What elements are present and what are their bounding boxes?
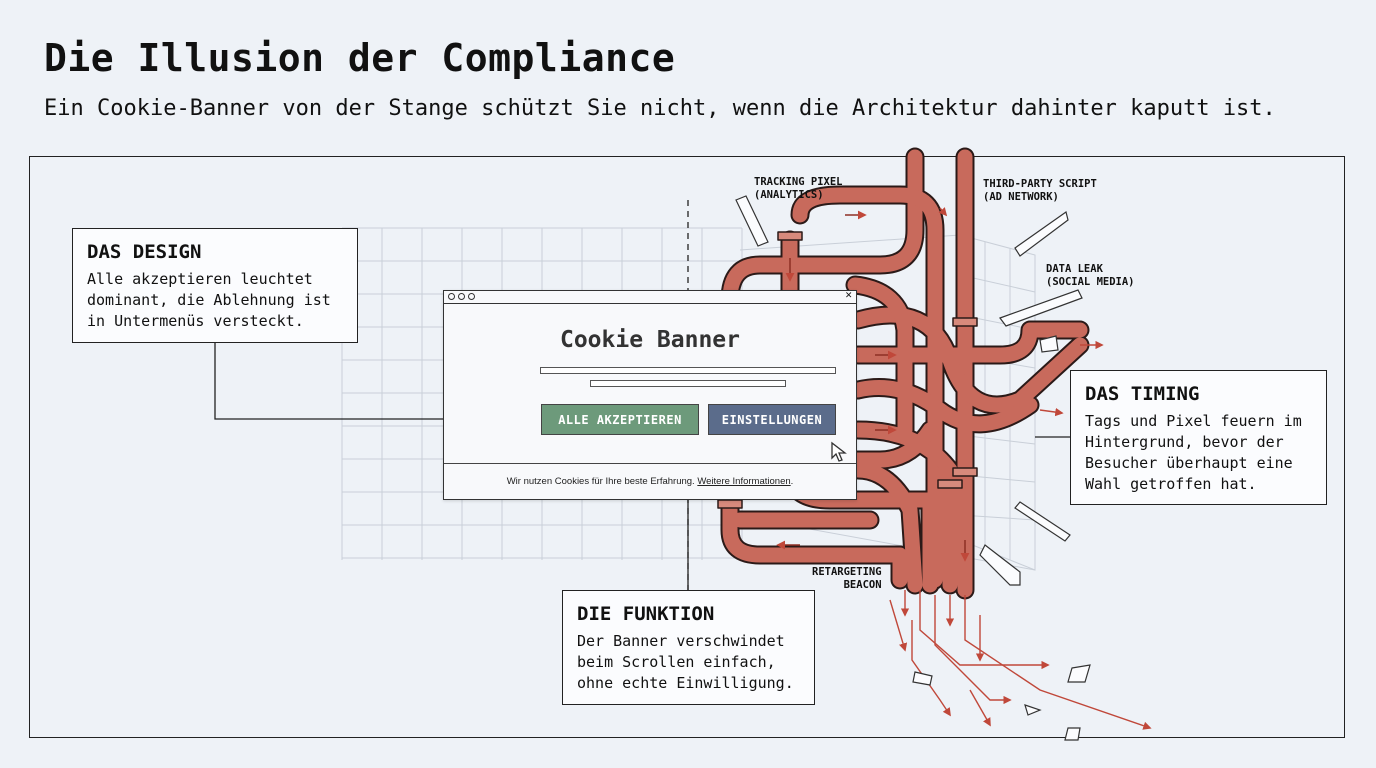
accept-all-button[interactable]: ALLE AKZEPTIEREN <box>541 404 699 435</box>
window-dot-icon <box>468 293 475 300</box>
page-title: Die Illusion der Compliance <box>44 36 676 80</box>
callout-funktion-text: Der Banner verschwindet beim Scrollen ei… <box>577 632 794 692</box>
label-retargeting-beacon: RETARGETING BEACON <box>812 566 882 591</box>
debris-shards <box>735 195 1091 741</box>
banner-footer-text: Wir nutzen Cookies für Ihre beste Erfahr… <box>444 476 856 487</box>
callout-funktion-title: DIE FUNKTION <box>577 603 715 625</box>
cookie-banner-title: Cookie Banner <box>559 327 740 353</box>
more-info-link[interactable]: Weitere Informationen <box>697 476 791 487</box>
settings-button[interactable]: EINSTELLUNGEN <box>708 404 836 435</box>
close-icon[interactable]: ✕ <box>845 288 852 301</box>
callout-timing-title: DAS TIMING <box>1085 383 1200 405</box>
cursor-icon <box>831 441 847 462</box>
footer-end: . <box>790 476 794 487</box>
callout-funktion: DIE FUNKTION Der Banner verschwindet bei… <box>562 590 815 705</box>
window-dot-icon <box>448 293 455 300</box>
banner-divider <box>444 463 856 464</box>
placeholder-line <box>590 380 786 387</box>
cookie-banner-window: ✕ Cookie Banner ALLE AKZEPTIEREN EINSTEL… <box>443 288 857 500</box>
window-dot-icon <box>458 293 465 300</box>
placeholder-line <box>540 367 836 374</box>
callout-timing-text: Tags und Pixel feuern im Hintergrund, be… <box>1085 412 1302 493</box>
callout-design-title: DAS DESIGN <box>87 241 202 263</box>
callout-design-text: Alle akzeptieren leuchtet dominant, die … <box>87 270 331 330</box>
label-data-leak: DATA LEAK (SOCIAL MEDIA) <box>1046 263 1135 288</box>
label-third-party-script: THIRD-PARTY SCRIPT (AD NETWORK) <box>983 178 1097 203</box>
footer-text: Wir nutzen Cookies für Ihre beste Erfahr… <box>506 476 698 487</box>
label-tracking-pixel: TRACKING PIXEL (ANALYTICS) <box>754 176 843 201</box>
page-subtitle: Ein Cookie-Banner von der Stange schützt… <box>44 96 1276 121</box>
callout-design: DAS DESIGN Alle akzeptieren leuchtet dom… <box>72 228 358 343</box>
callout-timing: DAS TIMING Tags und Pixel feuern im Hint… <box>1070 370 1327 505</box>
connector-lines <box>214 343 1070 590</box>
window-titlebar: ✕ <box>444 288 856 304</box>
